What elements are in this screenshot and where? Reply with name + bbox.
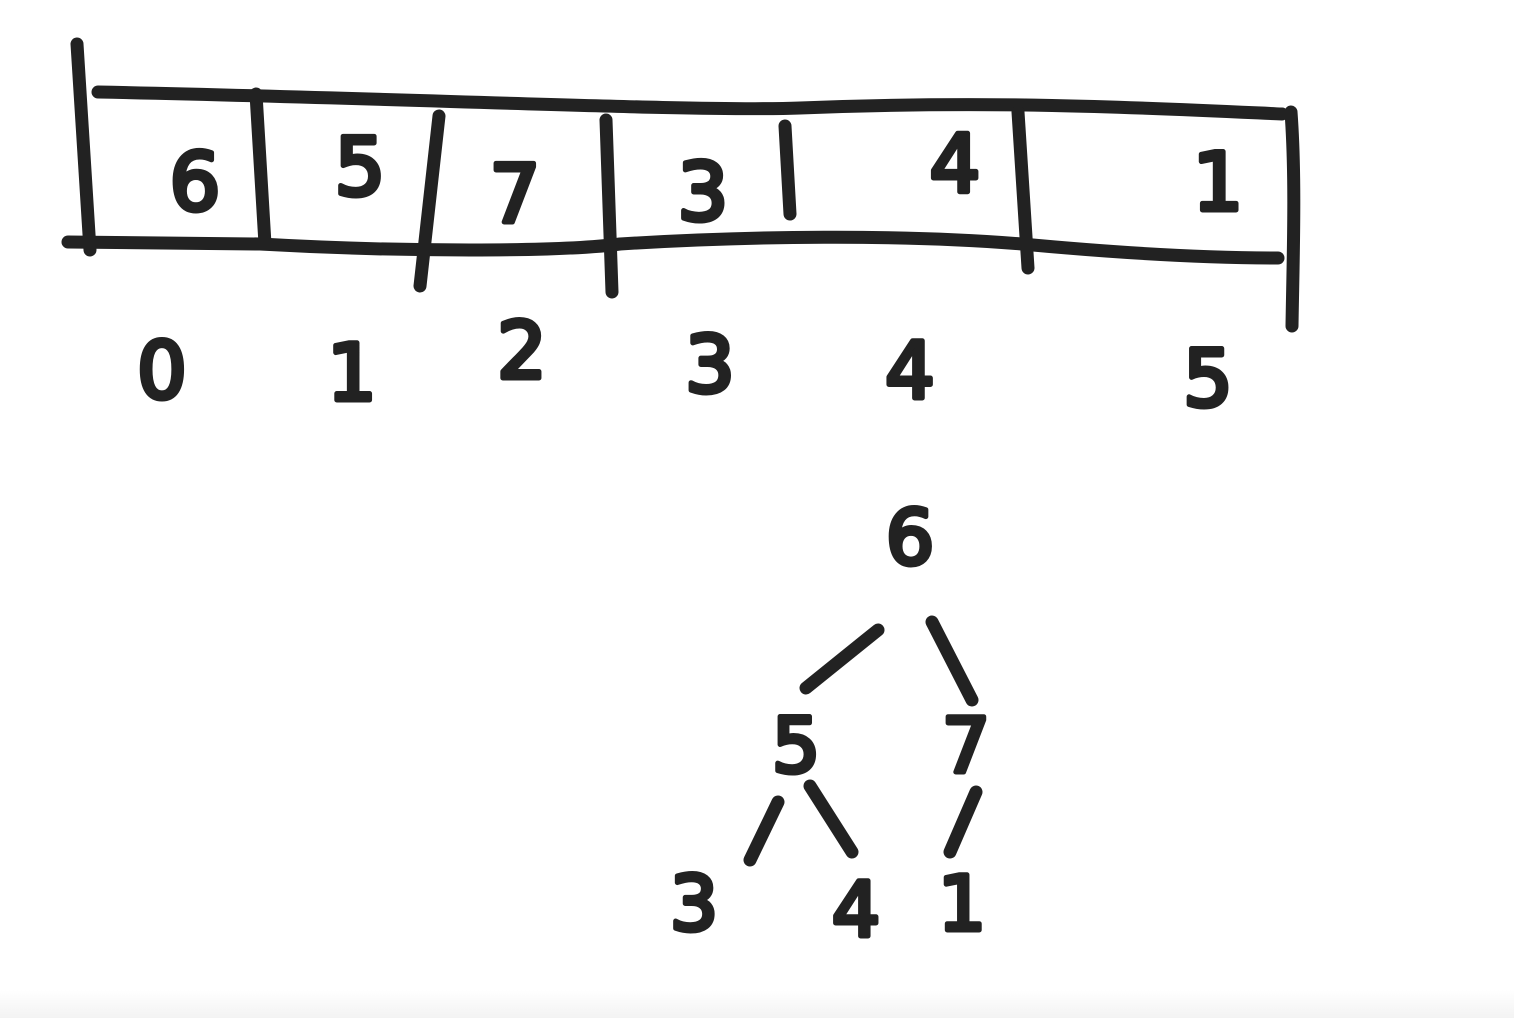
array-index-4: 4 <box>885 327 935 417</box>
array-cell-5: 1 <box>1193 136 1244 229</box>
array-values: 6 5 7 3 4 1 <box>167 116 1246 244</box>
array-divider-1 <box>249 87 272 251</box>
array-bottom-border <box>61 230 1285 265</box>
tree-node-left: 5 <box>772 701 820 790</box>
tree-node-left-right: 4 <box>832 865 880 954</box>
edge-root-left <box>799 623 885 695</box>
array-left-border <box>70 37 97 257</box>
array-index-0: 0 <box>137 327 187 417</box>
array-right-border <box>1284 105 1301 333</box>
bottom-edge-shade <box>0 990 1514 1018</box>
array-box <box>61 37 1301 333</box>
array-cell-2: 7 <box>490 148 541 241</box>
array-cell-1: 5 <box>335 121 386 214</box>
edge-left-leftleft <box>743 795 785 867</box>
array-top-border <box>91 85 1289 121</box>
array-divider-4 <box>778 119 797 221</box>
tree-node-right: 7 <box>942 701 990 790</box>
array-divider-2 <box>413 109 446 293</box>
tree-node-right-left: 1 <box>938 859 986 948</box>
array-cell-4: 4 <box>930 118 981 211</box>
array-index-5: 5 <box>1183 335 1233 425</box>
edge-left-leftright <box>803 779 859 859</box>
array-index-3: 3 <box>685 321 735 411</box>
edge-right-rightleft <box>943 785 983 859</box>
array-indices: 0 1 2 3 4 5 <box>135 305 1236 428</box>
array-cell-0: 6 <box>170 136 221 229</box>
tree-edges <box>743 615 983 867</box>
tree-nodes: 6 5 7 3 4 1 <box>667 491 992 957</box>
array-index-1: 1 <box>327 329 377 419</box>
array-divider-5 <box>1011 105 1035 275</box>
tree-node-root: 6 <box>886 493 934 582</box>
array-index-2: 2 <box>497 307 547 397</box>
edge-root-right <box>925 615 979 707</box>
array-cell-3: 3 <box>678 146 729 239</box>
array-divider-3 <box>599 113 619 299</box>
tree-node-left-left: 3 <box>670 859 718 948</box>
